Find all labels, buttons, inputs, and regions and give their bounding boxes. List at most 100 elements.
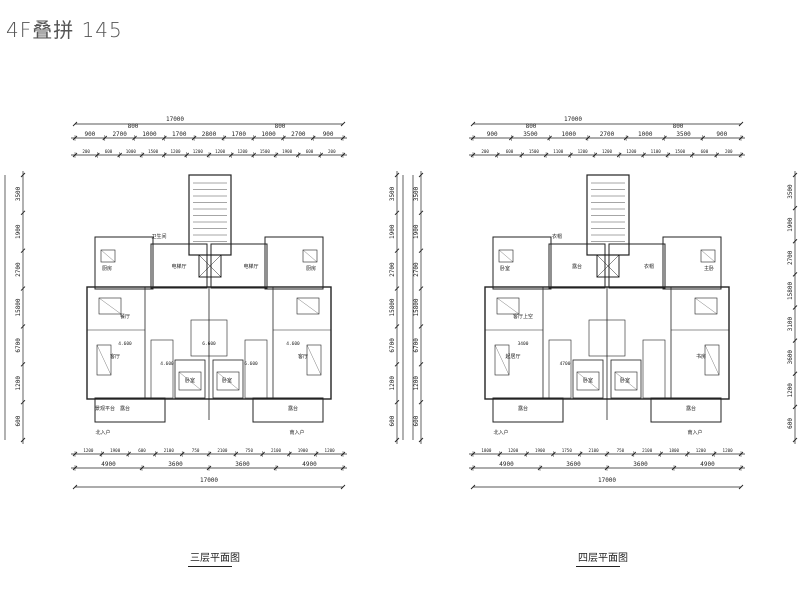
terrace-right — [650, 397, 722, 423]
level-label: 6.600 — [244, 361, 258, 367]
dim-right-text: 3500 — [389, 186, 396, 201]
sofa-left-x — [494, 344, 510, 376]
bed-right-x — [216, 371, 240, 391]
dim-left-text: 15800 — [15, 298, 22, 316]
bedroom-left — [174, 359, 206, 399]
dim-top-small-text: 1200 — [215, 149, 226, 154]
bed-right-x — [614, 371, 638, 391]
dim-top-small-text: 1500 — [675, 149, 686, 154]
dim-bottom-segs-text: 3600 — [633, 461, 648, 468]
room-label: 卧室 — [500, 265, 510, 272]
kitchen-counter-right — [700, 249, 716, 263]
sofa-left — [494, 344, 510, 376]
dim-bottom-small-text: 1200 — [508, 448, 519, 453]
dim-top-small-text: 1500 — [260, 149, 271, 154]
sofa-left-x — [96, 344, 112, 376]
dim-left-text: 6700 — [413, 338, 420, 353]
room-label: 客厅上空 — [513, 313, 533, 320]
bedroom-north-right — [264, 236, 324, 290]
room-label: 电梯厅 — [243, 263, 258, 270]
dim-left-tick — [20, 248, 26, 254]
dim-top-small-text: 1900 — [282, 149, 293, 154]
dim-top-small-text: 600 — [506, 149, 514, 154]
dim-top-small-text: 1200 — [578, 149, 589, 154]
dim-bottom-segs-text: 3600 — [168, 461, 183, 468]
dim-mid-top: 800 — [526, 123, 537, 130]
dim-total-top: 17000 — [166, 116, 184, 123]
dim-left-tick — [418, 286, 424, 291]
dim-left-tick — [20, 361, 26, 367]
bedroom-left — [572, 359, 604, 399]
dim-right-tick — [792, 238, 798, 244]
dim-right-text: 2700 — [787, 250, 794, 265]
dim-top-segs-text: 1000 — [142, 131, 157, 138]
dim-left-tick — [418, 399, 424, 405]
room-label: 卫生间 — [151, 233, 166, 240]
dim-bottom-small-text: 2100 — [589, 448, 600, 453]
dim-top-segs-text: 3500 — [523, 131, 538, 138]
dim-left-tick — [418, 248, 424, 254]
dim-bottom-small-text: 1200 — [696, 448, 707, 453]
dim-left-text: 3500 — [413, 186, 420, 201]
bed-left-x — [576, 371, 600, 391]
kitchen-counter-left — [100, 249, 116, 263]
dim-right-tick — [394, 324, 400, 329]
dim-right-tick — [394, 399, 400, 405]
dim-left-text: 2700 — [413, 262, 420, 277]
dim-bottom-segs-text: 4900 — [700, 461, 715, 468]
dining-table-left-x — [98, 297, 122, 315]
dim-bottom-small-text: 1900 — [110, 448, 121, 453]
room-label: 衣帽 — [552, 233, 562, 240]
dim-left-tick — [20, 324, 26, 329]
dim-right-text: 15800 — [787, 282, 794, 300]
dim-top-small-text: 200 — [481, 149, 489, 154]
elevator-shaft — [198, 254, 222, 278]
kitchen-counter-left-x — [498, 249, 514, 263]
room-label: 厨房 — [102, 265, 112, 272]
dim-top-segs-text: 1700 — [232, 131, 247, 138]
block-upper-left — [548, 243, 606, 289]
dim-top-segs-text: 2800 — [202, 131, 217, 138]
dim-left-tick — [418, 437, 424, 443]
corridor-left — [548, 339, 572, 399]
room-label: 起居厅 — [505, 354, 520, 360]
dim-top-segs-text: 3500 — [676, 131, 691, 138]
sofa-right-x — [704, 344, 720, 376]
dim-right-tick — [792, 371, 798, 377]
dim-right-text: 1200 — [787, 383, 794, 398]
kitchen-counter-right — [302, 249, 318, 263]
room-label: 客厅 — [298, 353, 308, 360]
dim-total-bottom: 17000 — [200, 477, 218, 484]
bed-right — [614, 371, 638, 391]
dim-top-segs-text: 1700 — [172, 131, 187, 138]
dim-right-text: 600 — [389, 415, 396, 426]
level-label: 6.600 — [202, 341, 216, 347]
sofa-right-x — [306, 344, 322, 376]
corridor-right — [642, 339, 666, 399]
bedroom-north-left — [94, 236, 154, 290]
sheet-title: 4F叠拼 145 — [6, 18, 123, 42]
level-label: 4700 — [560, 361, 571, 367]
dim-tick — [72, 484, 78, 490]
room-label: 露台 — [686, 405, 696, 412]
dim-right-text: 2700 — [389, 262, 396, 277]
dim-bottom-small-text: 2100 — [642, 448, 653, 453]
dim-left-text: 6700 — [15, 338, 22, 353]
room-label: 主卧 — [704, 265, 714, 272]
dim-tick — [738, 121, 744, 127]
elevator-x — [198, 254, 222, 278]
dim-right-tick — [792, 404, 798, 410]
dim-top-small-text: 1200 — [193, 149, 204, 154]
dim-top-segs-text: 2700 — [600, 131, 615, 138]
terrace-right — [252, 397, 324, 423]
room-label: 电梯厅 — [171, 263, 186, 270]
dim-right-tick — [394, 210, 400, 216]
dim-bottom-segs-text: 4900 — [302, 461, 317, 468]
dim-top-small-text: 1100 — [553, 149, 564, 154]
dim-right-text: 1900 — [787, 217, 794, 232]
dim-bottom-segs-text: 3600 — [235, 461, 250, 468]
